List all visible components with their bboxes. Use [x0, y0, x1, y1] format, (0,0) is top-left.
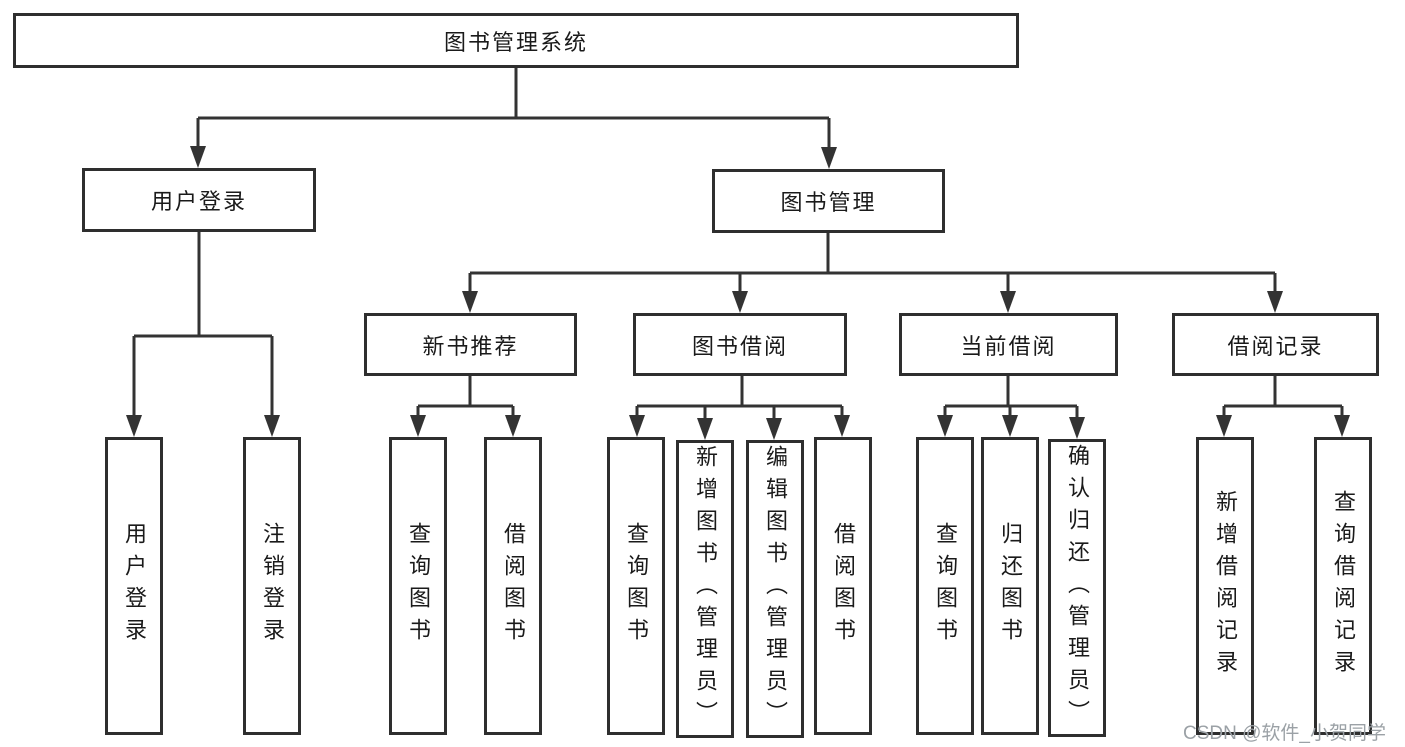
leaf-edit-books-admin: 编辑图书（管理员）: [746, 440, 804, 738]
leaf-label: 新增图书（管理员）: [693, 445, 718, 733]
node-book-borrowing: 图书借阅: [633, 313, 847, 376]
leaf-label: 新增借阅记录: [1213, 490, 1238, 682]
leaf-label: 编辑图书（管理员）: [763, 445, 788, 733]
leaf-label: 查询图书: [933, 522, 958, 650]
leaf-label: 确认归还（管理员）: [1065, 444, 1090, 732]
node-book-management: 图书管理: [712, 169, 945, 233]
leaf-label: 借阅图书: [831, 522, 856, 650]
leaf-query-books-borrow: 查询图书: [607, 437, 665, 735]
node-current-borrowing: 当前借阅: [899, 313, 1118, 376]
leaf-query-books-current: 查询图书: [916, 437, 974, 735]
leaf-label: 注销登录: [260, 522, 285, 650]
leaf-add-borrow-record: 新增借阅记录: [1196, 437, 1254, 735]
leaf-borrow-books-recommend: 借阅图书: [484, 437, 542, 735]
leaf-logout: 注销登录: [243, 437, 301, 735]
leaf-query-books-recommend: 查询图书: [389, 437, 447, 735]
connector-lines: [132, 68, 1344, 422]
leaf-label: 借阅图书: [501, 522, 526, 650]
leaf-query-borrow-record: 查询借阅记录: [1314, 437, 1372, 735]
node-user-login: 用户登录: [82, 168, 316, 232]
node-library-system-root: 图书管理系统: [13, 13, 1019, 68]
leaf-user-login: 用户登录: [105, 437, 163, 735]
leaf-label: 查询图书: [406, 522, 431, 650]
node-borrowing-records: 借阅记录: [1172, 313, 1379, 376]
leaf-borrow-books: 借阅图书: [814, 437, 872, 735]
leaf-label: 用户登录: [122, 522, 147, 650]
leaf-confirm-return-admin: 确认归还（管理员）: [1048, 439, 1106, 737]
node-new-book-recommendation: 新书推荐: [364, 313, 577, 376]
leaf-label: 归还图书: [998, 522, 1023, 650]
arrowhead-icons: [126, 146, 1350, 440]
leaf-label: 查询借阅记录: [1331, 490, 1356, 682]
leaf-label: 查询图书: [624, 522, 649, 650]
leaf-return-books: 归还图书: [981, 437, 1039, 735]
watermark: CSDN @软件_小贺同学: [1183, 723, 1386, 744]
leaf-add-books-admin: 新增图书（管理员）: [676, 440, 734, 738]
